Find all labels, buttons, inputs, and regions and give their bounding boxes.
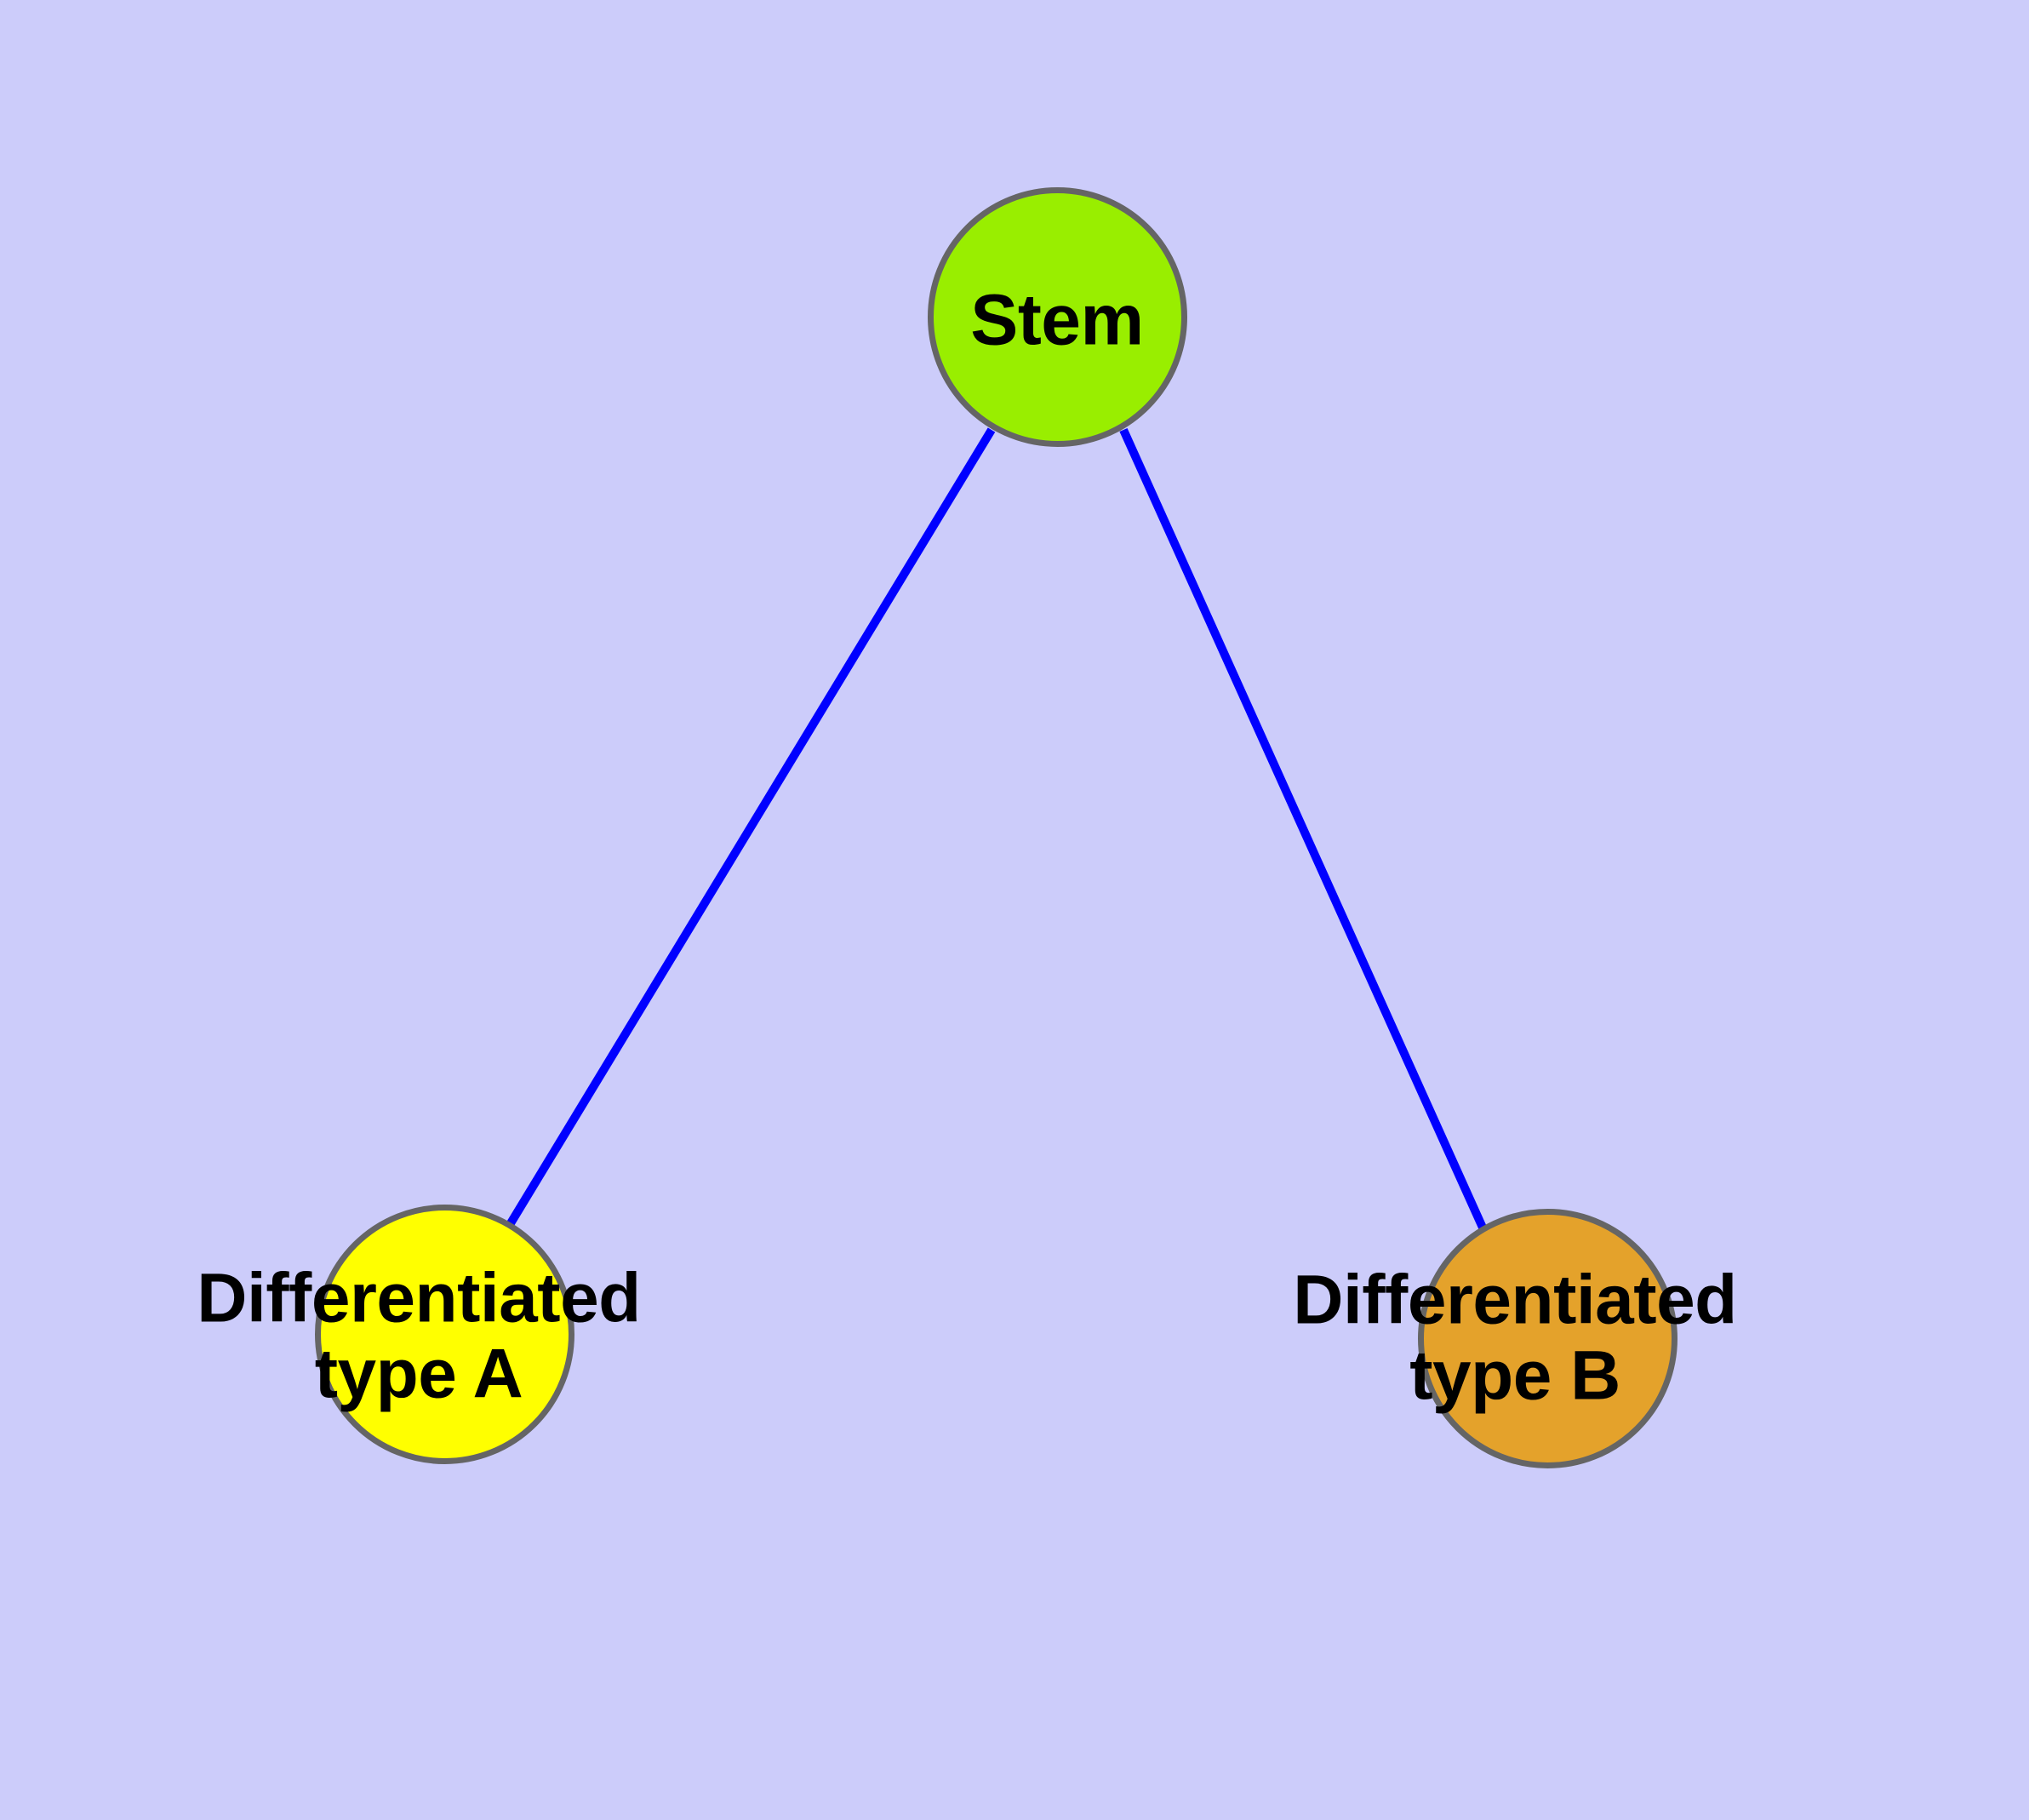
node-differentiated-type-b-label-line1: Differentiated — [1293, 1261, 1737, 1339]
node-differentiated-type-a-label-line2: type A — [314, 1335, 523, 1412]
edge-stem-to-type-a[interactable] — [506, 427, 996, 1226]
node-stem-label: Stem — [970, 279, 1144, 360]
node-stem[interactable] — [927, 186, 1187, 447]
edge-stem-to-type-b[interactable] — [1119, 427, 1487, 1230]
node-differentiated-type-a[interactable] — [314, 1204, 574, 1464]
node-differentiated-type-b-label-line2: type B — [1409, 1336, 1620, 1414]
node-differentiated-type-b[interactable] — [1417, 1208, 1677, 1468]
node-differentiated-type-a-label: Differentiated type A — [197, 1261, 641, 1411]
node-differentiated-type-a-label-line1: Differentiated — [197, 1259, 641, 1337]
node-stem-label-line1: Stem — [970, 279, 1144, 360]
node-differentiated-type-b-label: Differentiated type B — [1293, 1262, 1737, 1413]
